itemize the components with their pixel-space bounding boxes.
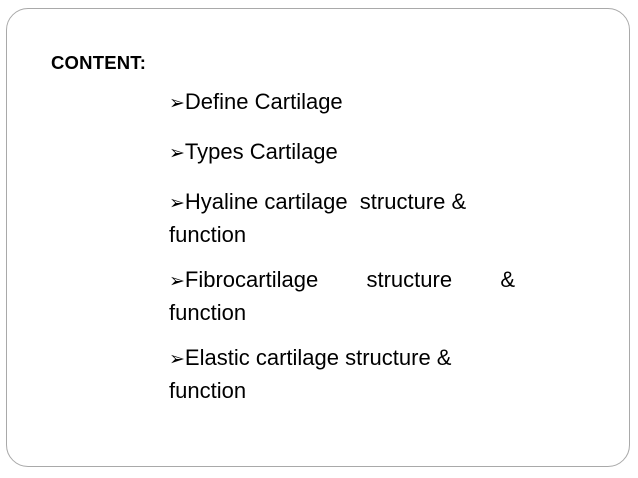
list-item-label: Define Cartilage [184, 89, 343, 114]
arrowhead-bullet-icon: ➢ [169, 270, 185, 292]
list-item-label: Fibrocartilage structure & function [169, 267, 522, 325]
arrowhead-bullet-icon: ➢ [169, 142, 185, 164]
content-bullet-list: ➢Define Cartilage ➢Types Cartilage ➢Hyal… [169, 86, 515, 406]
arrowhead-bullet-icon: ➢ [169, 92, 185, 114]
arrowhead-bullet-icon: ➢ [169, 348, 185, 370]
list-item: ➢Fibrocartilage structure & function [169, 264, 515, 328]
list-item-label: Types Cartilage [184, 139, 338, 164]
slide-border-frame [6, 8, 630, 467]
list-item: ➢Define Cartilage [169, 86, 515, 119]
list-item: ➢Elastic cartilage structure & function [169, 342, 515, 406]
list-item-label: Elastic cartilage structure & function [169, 345, 458, 403]
list-item: ➢Hyaline cartilage structure & function [169, 186, 515, 250]
arrowhead-bullet-icon: ➢ [169, 192, 185, 214]
list-item: ➢Types Cartilage [169, 136, 515, 169]
list-item-label: Hyaline cartilage structure & function [169, 189, 473, 247]
page-title: CONTENT: [51, 52, 147, 73]
